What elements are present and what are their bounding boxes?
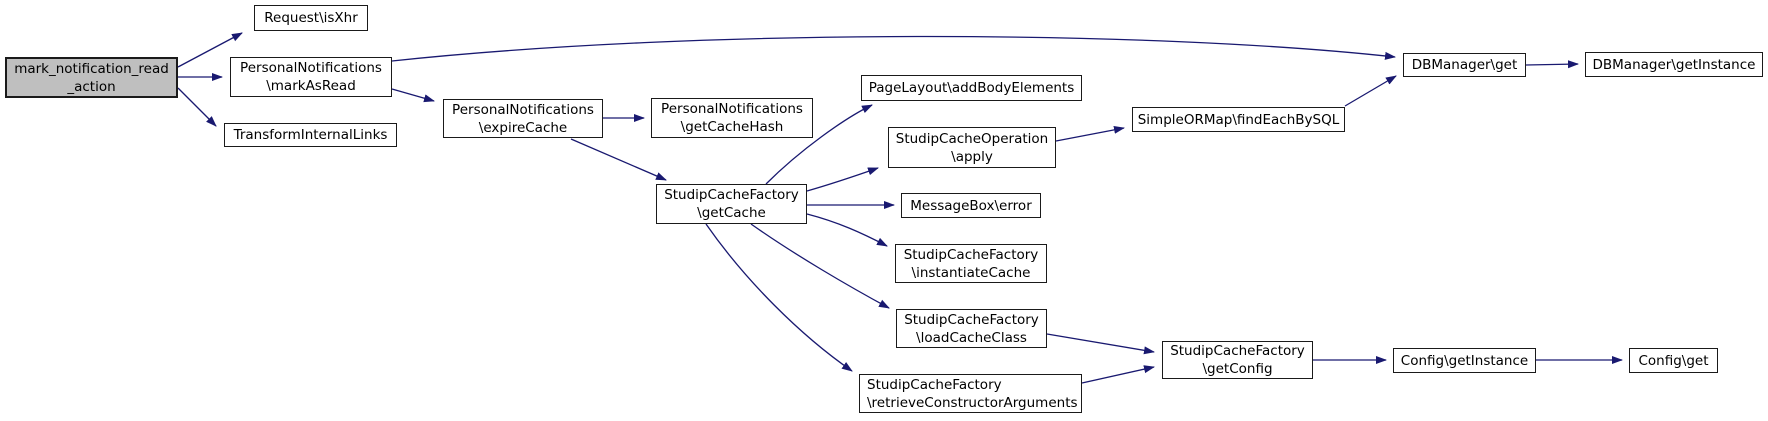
- node-label-line: \markAsRead: [266, 78, 356, 94]
- node-label-line: PersonalNotifications: [452, 101, 594, 118]
- node-label-line: \getCacheHash: [680, 119, 784, 135]
- node-studipcachefactory-instantiatecache[interactable]: StudipCacheFactory \instantiateCache: [895, 244, 1047, 283]
- node-label-line: \instantiateCache: [911, 264, 1031, 281]
- node-config-get[interactable]: Config\get: [1629, 348, 1718, 373]
- node-label-line: \apply: [951, 148, 993, 165]
- node-studipcachefactory-getcache[interactable]: StudipCacheFactory \getCache: [656, 184, 807, 224]
- node-studipcachefactory-retrieveconstructorarguments[interactable]: StudipCacheFactory \retrieveConstructorA…: [859, 374, 1082, 413]
- node-request-isxhr[interactable]: Request\isXhr: [254, 5, 368, 31]
- edge-getcache-to-apply: [806, 167, 879, 192]
- edge-mark-action-to-transforminternallinks: [177, 87, 217, 127]
- node-label-line: MessageBox\error: [910, 197, 1032, 214]
- node-label-line: DBManager\get: [1411, 57, 1518, 73]
- node-dbmanager-get[interactable]: DBManager\get: [1403, 53, 1526, 77]
- node-label-line: TransformInternalLinks: [233, 127, 388, 143]
- node-pagelayout-addbodyelements[interactable]: PageLayout\addBodyElements: [861, 75, 1082, 101]
- node-label-line: Request\isXhr: [264, 10, 358, 26]
- node-label-line: Config\get: [1638, 352, 1709, 369]
- node-label-line: PageLayout\addBodyElements: [868, 80, 1075, 96]
- node-config-getinstance[interactable]: Config\getInstance: [1393, 348, 1536, 373]
- edge-markasread-to-dbmanager-get: [391, 35, 1396, 62]
- node-transforminternallinks[interactable]: TransformInternalLinks: [224, 123, 397, 147]
- node-simpleormap-findeachbysql[interactable]: SimpleORMap\findEachBySQL: [1132, 107, 1345, 132]
- node-personalnotifications-markasread[interactable]: PersonalNotifications \markAsRead: [230, 57, 392, 97]
- node-personalnotifications-expirecache[interactable]: PersonalNotifications \expireCache: [443, 99, 603, 138]
- node-label-line: \getCache: [697, 205, 766, 221]
- node-label-line: StudipCacheFactory: [903, 246, 1039, 263]
- edge-findeachbysql-to-dbmanager-get: [1344, 75, 1397, 107]
- node-dbmanager-getinstance[interactable]: DBManager\getInstance: [1585, 52, 1763, 77]
- node-label-line: \getConfig: [1202, 361, 1273, 377]
- edge-markasread-to-expirecache: [391, 88, 435, 103]
- node-label-line: DBManager\getInstance: [1592, 56, 1756, 73]
- node-label-line: StudipCacheFactory: [904, 311, 1039, 328]
- node-label-line: StudipCacheOperation: [895, 130, 1049, 147]
- node-studipcachefactory-getconfig[interactable]: StudipCacheFactory \getConfig: [1162, 341, 1313, 379]
- node-studipcacheoperation-apply[interactable]: StudipCacheOperation \apply: [888, 127, 1056, 168]
- edge-apply-to-findeachbysql: [1055, 125, 1125, 142]
- node-personalnotifications-getcachehash[interactable]: PersonalNotifications \getCacheHash: [651, 98, 813, 138]
- node-label-line: PersonalNotifications: [240, 60, 382, 76]
- node-label-line: StudipCacheFactory: [664, 187, 799, 203]
- node-label-line: \expireCache: [478, 119, 568, 136]
- node-mark-notification-read-action: mark_notification_read _action: [5, 57, 178, 98]
- edge-dbmanager-get-to-dbmanager-getinstance: [1525, 60, 1579, 69]
- edge-loadcacheclass-to-getconfig: [1046, 333, 1155, 355]
- node-studipcachefactory-loadcacheclass[interactable]: StudipCacheFactory \loadCacheClass: [896, 309, 1047, 348]
- node-label-line: PersonalNotifications: [661, 101, 803, 117]
- node-label-line: _action: [67, 78, 116, 95]
- node-label-line: \retrieveConstructorArguments: [867, 394, 1078, 411]
- node-label-line: Config\getInstance: [1400, 352, 1529, 369]
- node-label-line: SimpleORMap\findEachBySQL: [1137, 111, 1340, 128]
- node-label-line: mark_notification_read: [14, 60, 169, 77]
- node-label-line: StudipCacheFactory: [1170, 343, 1305, 359]
- node-messagebox-error[interactable]: MessageBox\error: [901, 193, 1041, 218]
- edge-getcache-to-instantiatecache: [806, 213, 888, 247]
- edge-retrieveconstructorarguments-to-getconfig: [1081, 365, 1155, 384]
- node-label-line: \loadCacheClass: [916, 329, 1027, 346]
- node-label-line: StudipCacheFactory: [867, 376, 1002, 393]
- edge-getcache-to-retrieveconstructorarguments: [705, 223, 853, 372]
- edge-expirecache-to-getcache: [570, 138, 667, 181]
- edge-getcache-to-loadcacheclass: [750, 223, 890, 309]
